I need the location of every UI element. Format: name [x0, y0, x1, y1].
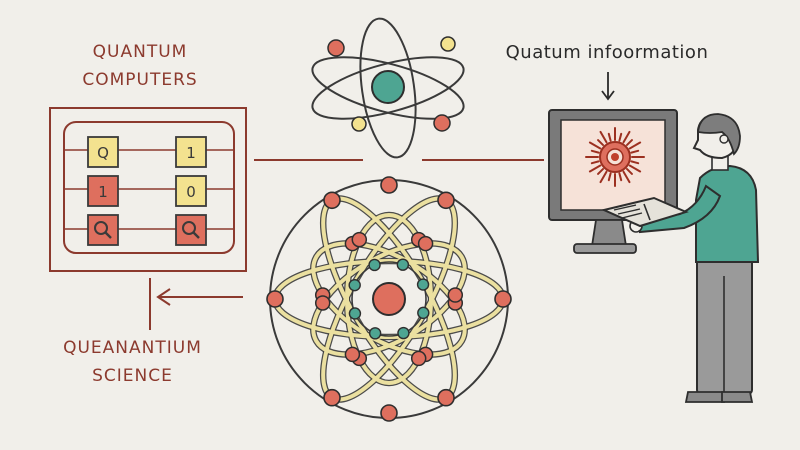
inner-electrons — [348, 258, 430, 340]
inner-electron — [368, 258, 381, 272]
quantum-computers-title-line1: QUANTUM — [92, 42, 188, 62]
burst-ray — [626, 168, 633, 175]
qubit-value: 1 — [186, 144, 196, 162]
electron — [433, 114, 451, 132]
person-shoe — [721, 391, 754, 403]
burst-ray — [628, 141, 642, 150]
electron — [410, 350, 427, 367]
burst-ray — [618, 172, 623, 182]
burst-ray — [599, 130, 608, 144]
magnifier-icon — [94, 221, 112, 239]
burst-ray — [588, 141, 602, 150]
qubit-value: Q — [97, 144, 109, 162]
electron — [323, 388, 341, 407]
electron — [437, 191, 455, 210]
inner-electron — [396, 258, 410, 271]
quantum-science-title: QUEANANTIUM SCIENCE — [45, 334, 220, 390]
monitor — [548, 109, 678, 254]
electron — [437, 388, 455, 407]
person-shoe — [684, 391, 725, 403]
burst-ray — [622, 130, 631, 144]
person-hair — [697, 113, 741, 156]
burst-ray — [622, 170, 631, 184]
qubit-cell: 1 — [87, 175, 119, 207]
electron — [327, 39, 345, 57]
qubit-value: 0 — [186, 183, 196, 201]
inner-electron — [397, 326, 410, 340]
qubit-cell: Q — [87, 136, 119, 168]
burst-ray — [626, 139, 633, 146]
electrons — [266, 176, 512, 422]
box-outer — [49, 107, 247, 272]
arrow-left-icon — [149, 278, 243, 330]
monitor-base — [573, 243, 637, 254]
quantum-computer-box — [49, 107, 247, 272]
orbit-fill — [345, 213, 433, 385]
radiation-burst-icon — [585, 127, 645, 187]
monitor-stand — [590, 219, 628, 247]
person — [629, 113, 760, 403]
electron — [440, 36, 456, 52]
qubit-cell — [87, 214, 119, 246]
electron — [417, 235, 434, 252]
electron — [380, 404, 398, 422]
electron — [351, 116, 367, 132]
box-inner — [63, 121, 235, 254]
burst-ray — [599, 170, 608, 184]
burst-ray — [630, 149, 640, 154]
electron — [494, 290, 512, 308]
quantum-information-label: Quatum infoormation — [505, 42, 709, 63]
electron — [351, 231, 368, 248]
burst-ray — [607, 132, 612, 142]
qubit-cell: 0 — [175, 175, 207, 207]
burst-ray — [588, 164, 602, 173]
qubit-grid: Q 1 1 0 — [87, 136, 207, 246]
qubit-cell — [175, 214, 207, 246]
inner-electron — [416, 278, 430, 291]
burst-ray — [618, 132, 623, 142]
inner-electron — [417, 306, 430, 320]
orbit-fill — [311, 241, 467, 357]
inner-electron — [368, 327, 382, 340]
burst-ray — [590, 160, 600, 165]
burst-ray — [607, 172, 612, 182]
quantum-science-title-line2: SCIENCE — [92, 366, 173, 386]
electron — [344, 346, 361, 363]
inner-electron — [348, 307, 362, 320]
inner-electron — [348, 278, 361, 292]
small-atom-icon — [311, 17, 465, 159]
electron — [323, 191, 341, 210]
burst-ray — [590, 149, 600, 154]
burst-ray — [597, 168, 604, 175]
arrow-down-icon — [601, 72, 615, 101]
quantum-computers-title-line2: COMPUTERS — [82, 70, 198, 90]
electron — [266, 290, 284, 308]
large-atom-nucleus — [372, 282, 406, 316]
magnifier-icon — [182, 221, 200, 239]
electron — [380, 176, 398, 194]
electron — [447, 287, 464, 303]
qubit-cell: 1 — [175, 136, 207, 168]
electron — [314, 295, 331, 311]
small-atom-nucleus — [371, 70, 405, 104]
burst-ray — [630, 160, 640, 165]
large-atom-icon — [266, 176, 512, 422]
orbit-fill — [311, 241, 467, 357]
burst-ray — [597, 139, 604, 146]
quantum-computers-title: QUANTUM COMPUTERS — [60, 38, 220, 94]
person-ear — [719, 134, 729, 144]
burst-core — [611, 153, 619, 161]
qubit-value: 1 — [98, 183, 108, 201]
quantum-science-title-line1: QUEANANTIUM — [63, 338, 202, 358]
tablet-icon — [600, 196, 689, 228]
burst-ray — [628, 164, 642, 173]
inner-ring — [351, 261, 427, 337]
